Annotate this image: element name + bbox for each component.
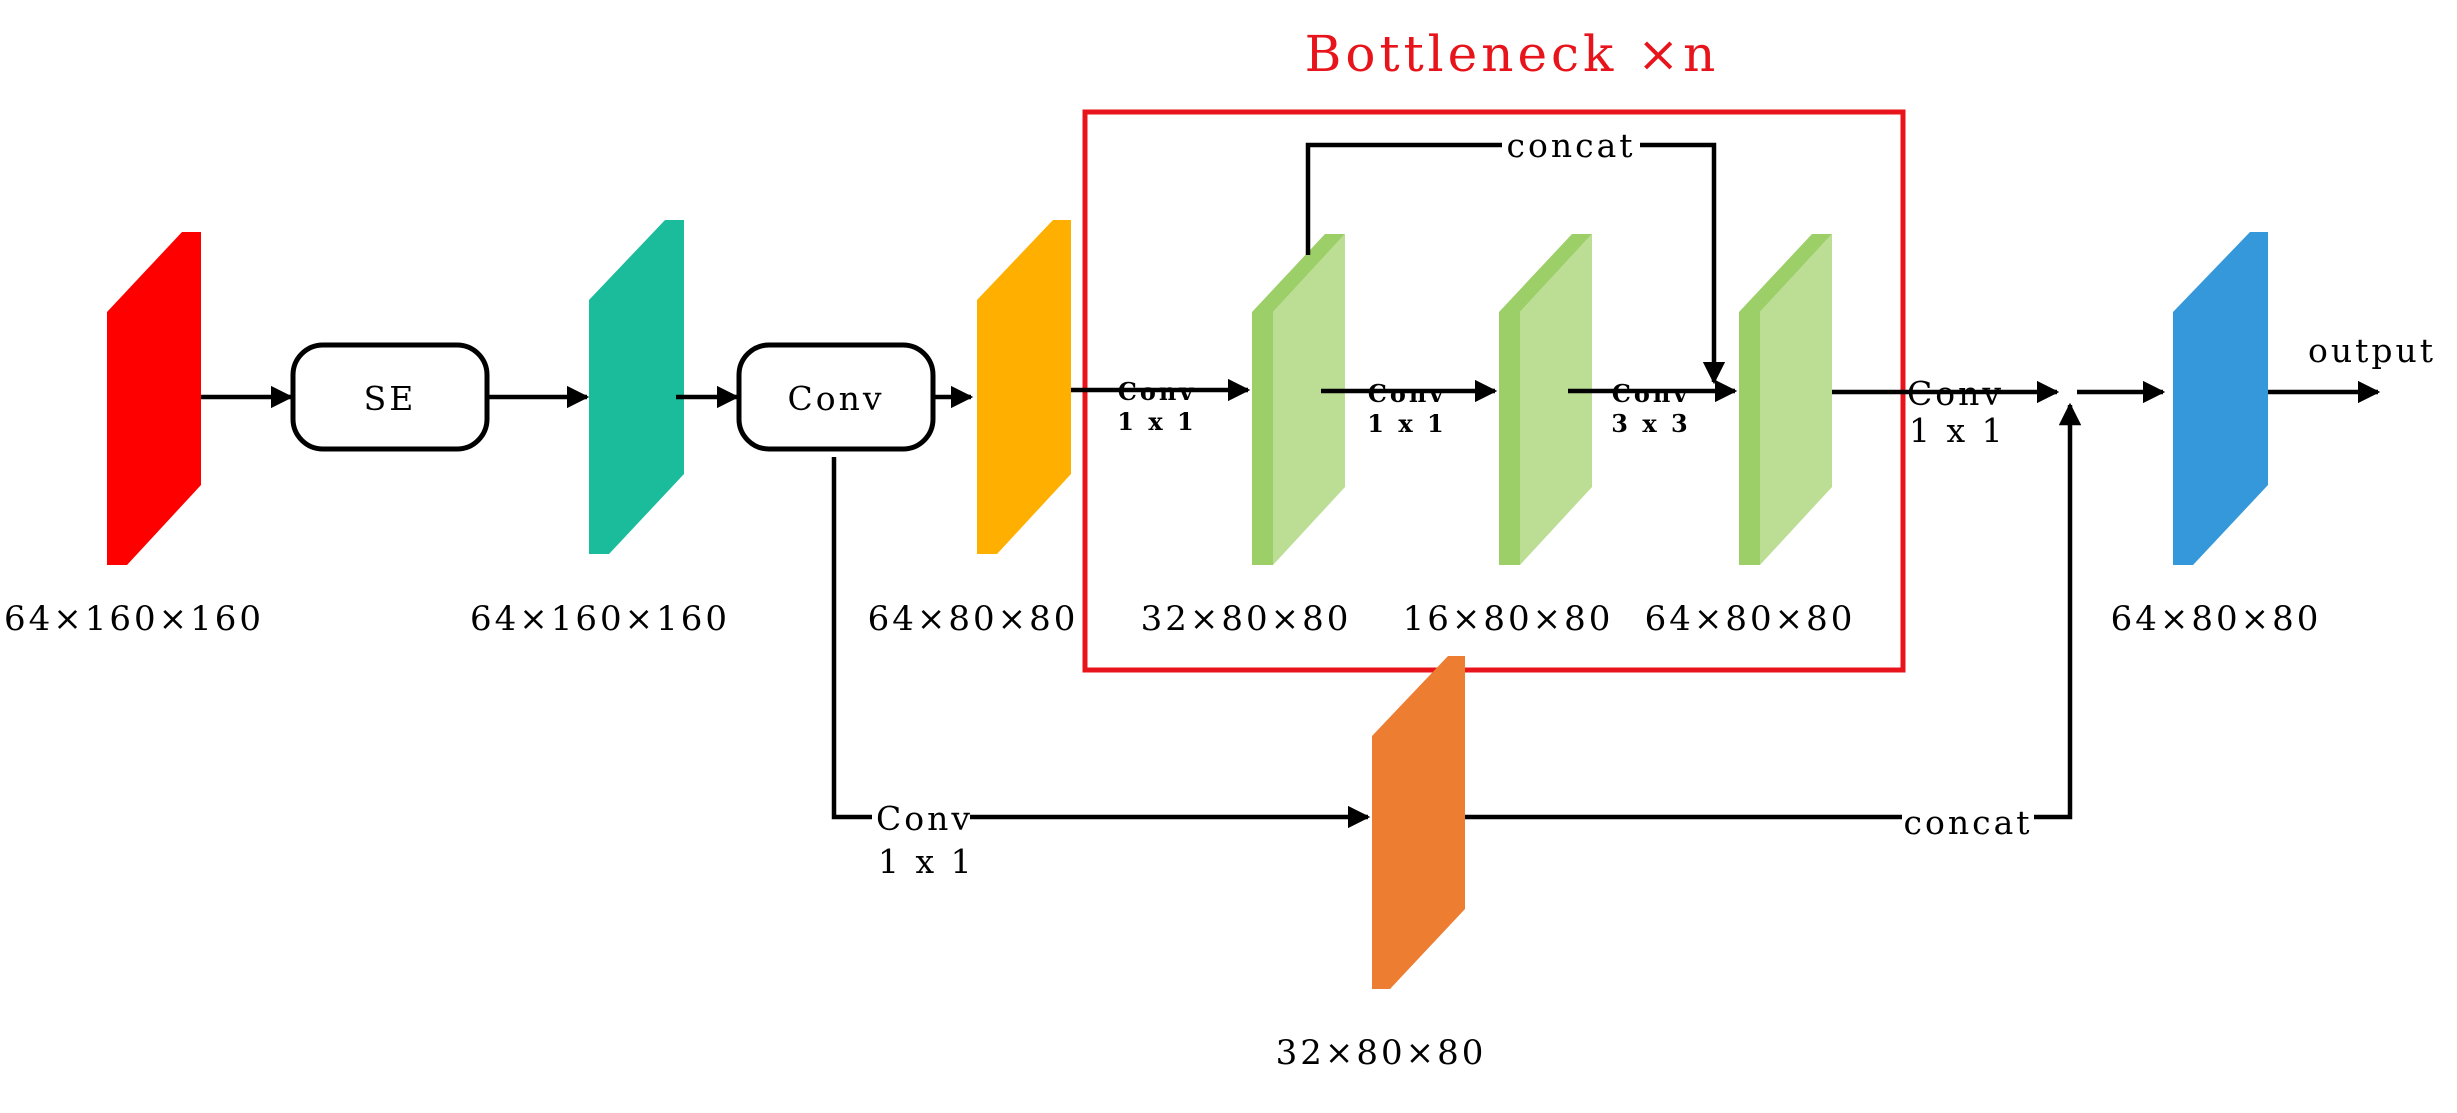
bottleneck-concat-label: concat (1506, 126, 1635, 165)
bottleneck-1-dim-label: 32×80×80 (1141, 599, 1352, 639)
shortcut-conv-kernel: 1 x 1 (878, 842, 975, 881)
shortcut-conv-path (831, 457, 1371, 829)
input-dim-label: 64×160×160 (4, 599, 264, 639)
conv-1x1-kernel-c: 1 x 1 (1909, 411, 2006, 450)
shortcut-concat-path (1465, 402, 2082, 820)
shortcut-feature-block (1372, 656, 1465, 989)
conv-1x1-label-a: Conv (1118, 377, 1197, 406)
conv-1x1-label-c: Conv (1907, 374, 2004, 413)
bottleneck-title: Bottleneck ×n (1305, 25, 1720, 83)
bottleneck-block-1 (1252, 234, 1345, 565)
conv-1x1-label-b: Conv (1368, 379, 1447, 408)
conv-1x1-kernel-b: 1 x 1 (1367, 409, 1446, 438)
conv-3x3-label: Conv (1612, 379, 1691, 408)
bottleneck-block-3 (1739, 234, 1832, 565)
input-feature-block (107, 232, 201, 565)
shortcut-conv-bg (872, 798, 970, 838)
conv-3x3-kernel: 3 x 3 (1611, 409, 1690, 438)
conv-1x1-kernel-a: 1 x 1 (1117, 407, 1196, 436)
bottleneck-2-dim-label: 16×80×80 (1403, 599, 1614, 639)
conv-label: Conv (787, 379, 884, 418)
shortcut-conv-label: Conv (876, 799, 973, 838)
concat-label-bg (1502, 126, 1640, 166)
conv-output-dim-label: 64×80×80 (868, 599, 1079, 639)
shortcut-dim-label: 32×80×80 (1276, 1033, 1487, 1073)
bottleneck-block-2 (1499, 234, 1592, 565)
conv-output-feature-block (977, 220, 1071, 554)
output-feature-block (2173, 232, 2268, 565)
output-dim-label: 64×80×80 (2111, 599, 2322, 639)
shortcut-concat-bg (1902, 800, 2034, 840)
output-label: output (2308, 331, 2436, 370)
shortcut-concat-label: concat (1903, 803, 2032, 842)
se-label: SE (364, 379, 417, 418)
se-output-dim-label: 64×160×160 (470, 599, 730, 639)
se-output-feature-block (589, 220, 684, 554)
bottleneck-3-dim-label: 64×80×80 (1645, 599, 1856, 639)
